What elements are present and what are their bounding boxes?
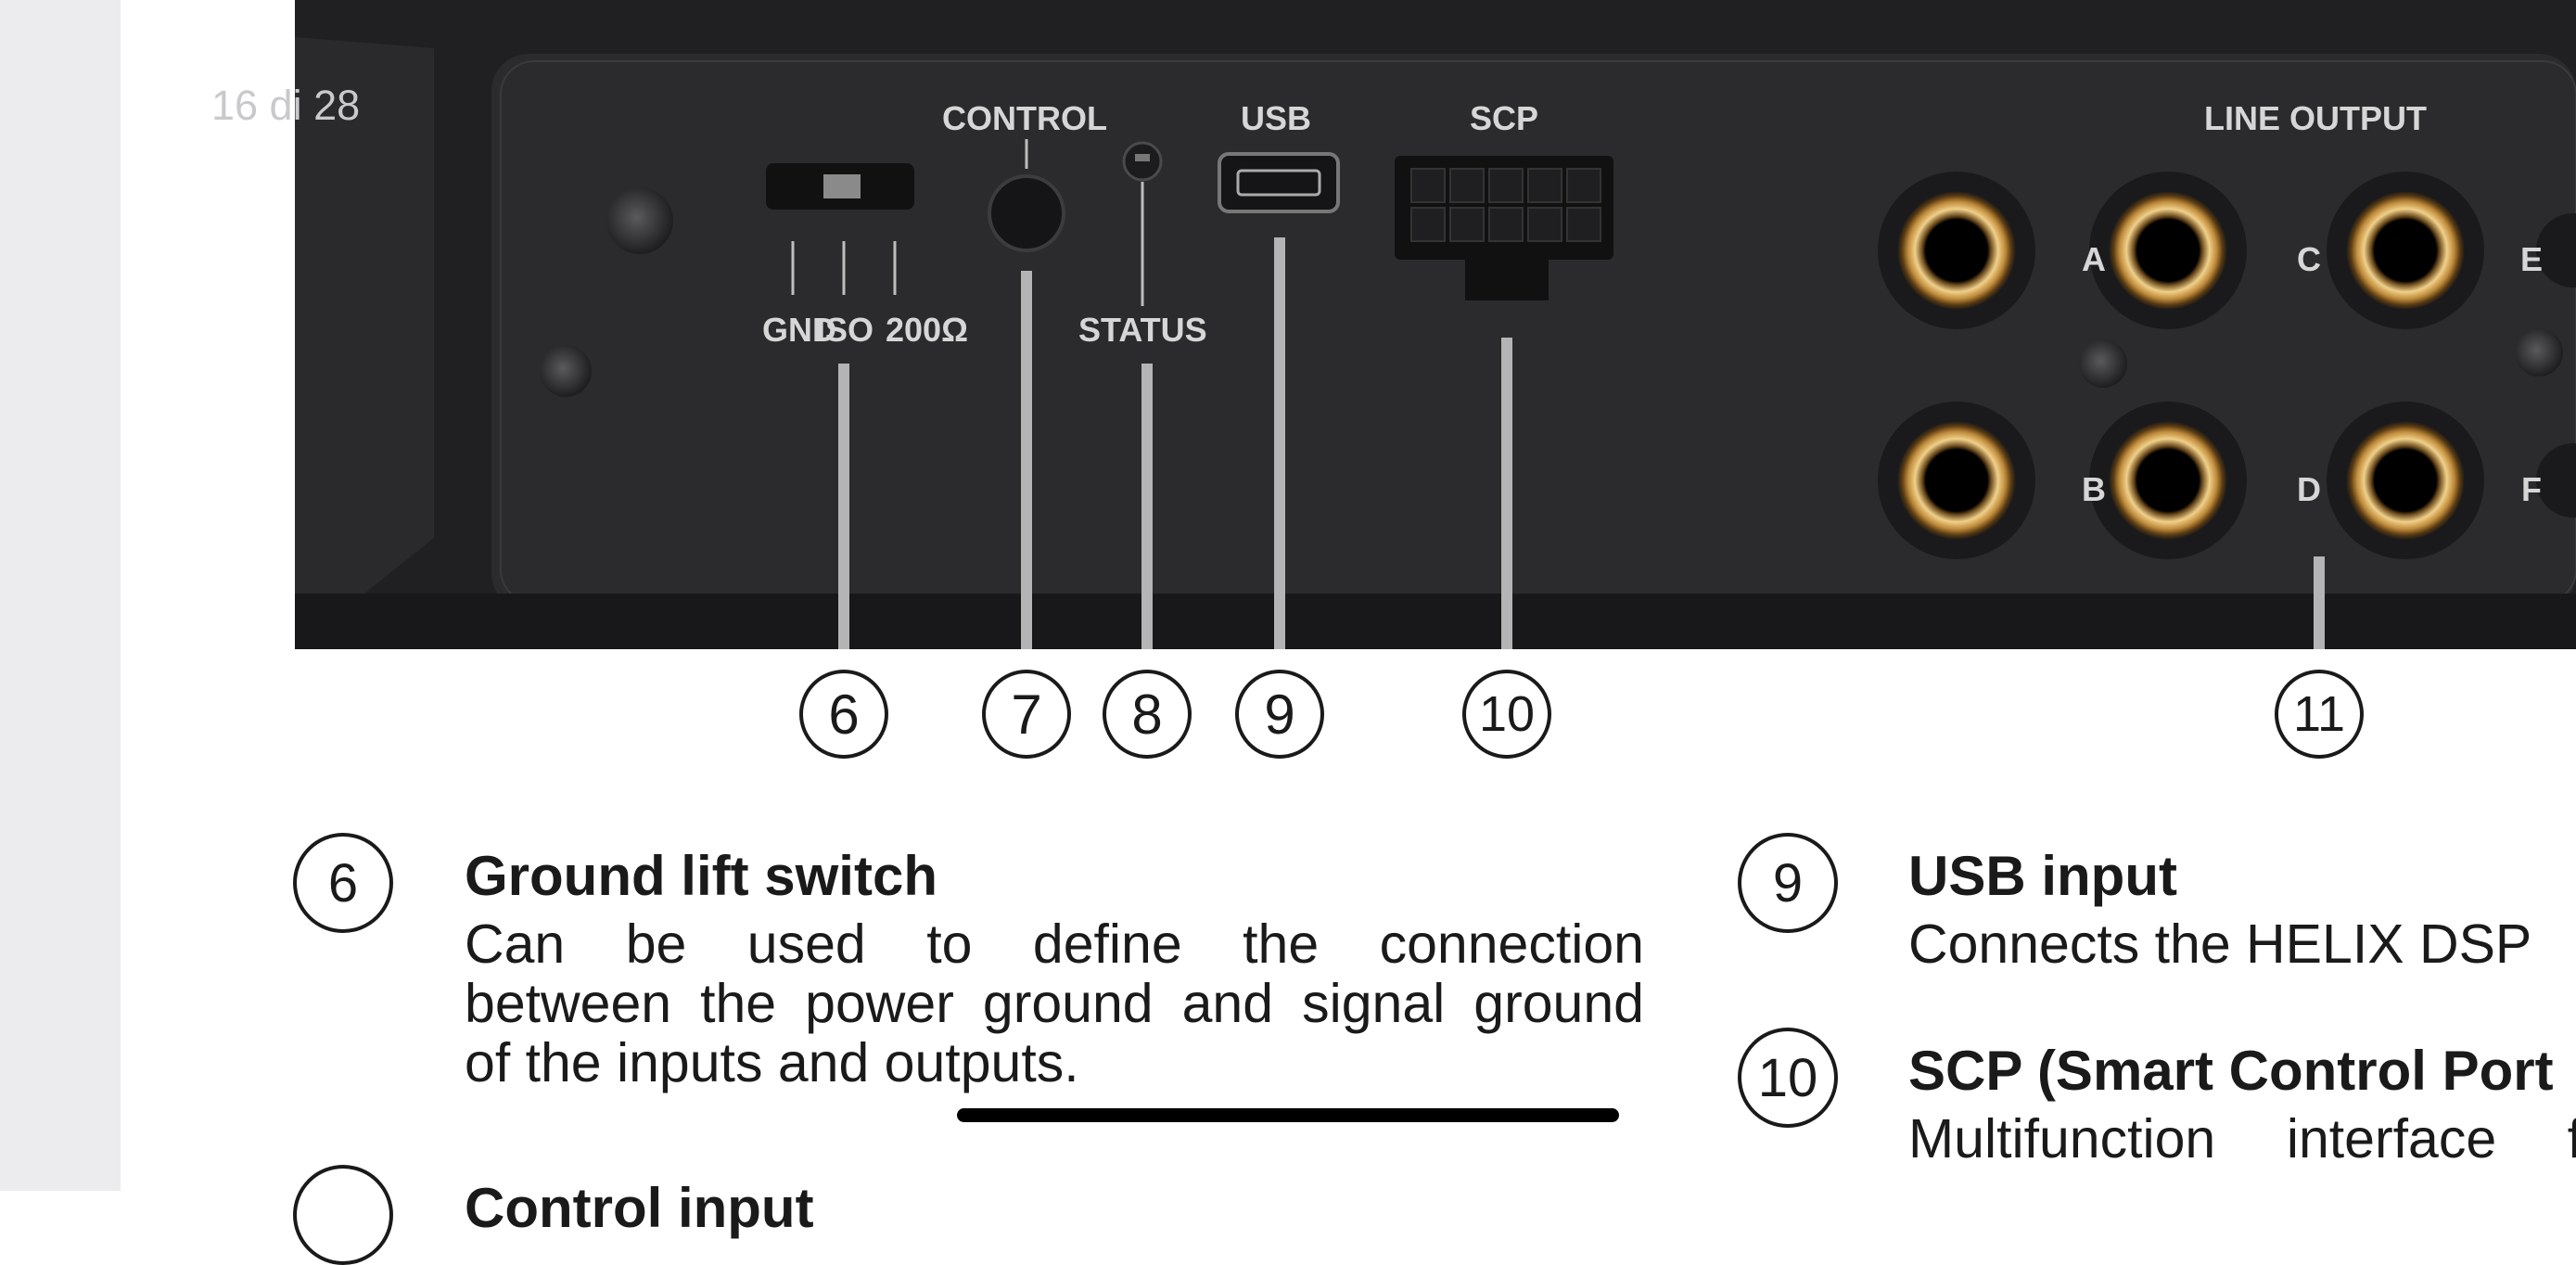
callout-11: 11: [2275, 670, 2364, 759]
home-indicator[interactable]: [957, 1108, 1619, 1122]
description-line: of the inputs and outputs.: [465, 1032, 1079, 1093]
description-body: Can be used to define the connection bet…: [465, 914, 1644, 1092]
page-margin-strip: [0, 0, 121, 1191]
device-rear-panel-image: CONTROL USB SCP LINE OUTPUT GND ISO 200Ω…: [295, 0, 2576, 649]
description-number: 10: [1738, 1028, 1838, 1128]
label-b: B: [2082, 470, 2106, 508]
page-indicator: 16 di 28: [211, 82, 361, 129]
label-d: D: [2297, 470, 2321, 508]
description-line: between the power ground and signal grou…: [465, 973, 1644, 1034]
label-200-ohm: 200Ω: [886, 311, 968, 349]
label-a: A: [2082, 240, 2106, 278]
label-c: C: [2297, 240, 2321, 278]
screw-icon: [606, 187, 673, 254]
description-number-partial: [293, 1165, 393, 1265]
callout-6: 6: [799, 670, 888, 759]
description-title: Ground lift switch: [465, 845, 937, 907]
description-line: Connects the HELIX DSP: [1908, 914, 2532, 975]
callout-9: 9: [1235, 670, 1324, 759]
description-title: USB input: [1908, 845, 2177, 907]
screw-icon: [540, 345, 592, 397]
description-number: 6: [293, 833, 393, 933]
label-status: STATUS: [1078, 311, 1207, 349]
label-control: CONTROL: [942, 99, 1107, 137]
callout-7: 7: [982, 670, 1071, 759]
label-scp: SCP: [1470, 99, 1538, 137]
label-gnd: GND: [762, 311, 836, 349]
label-iso: ISO: [816, 311, 874, 349]
description-title: SCP (Smart Control Port: [1908, 1040, 2554, 1102]
description-line: Multifunction interface fo: [1908, 1109, 2576, 1169]
label-f: F: [2521, 470, 2542, 508]
label-e: E: [2520, 240, 2543, 278]
description-body: Multifunction interface fo: [1908, 1109, 2576, 1169]
description-line: Can be used to define the connection: [465, 914, 1644, 975]
callout-8: 8: [1103, 670, 1192, 759]
callout-10: 10: [1462, 670, 1551, 759]
description-title-partial: Control input: [465, 1177, 814, 1239]
label-line-output: LINE OUTPUT: [2204, 99, 2427, 137]
description-number: 9: [1738, 833, 1838, 933]
label-usb: USB: [1241, 99, 1311, 137]
